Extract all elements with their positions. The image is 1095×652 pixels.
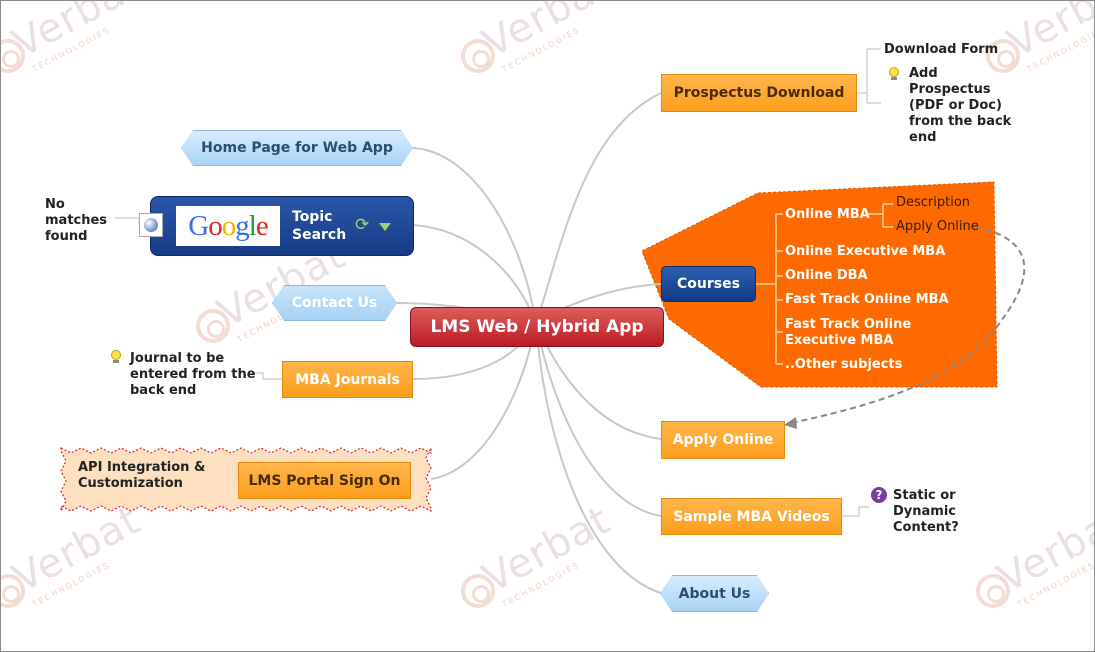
course-apply-online[interactable]: Apply Online — [896, 219, 979, 234]
prospectus-note: Add Prospectus (PDF or Doc) from the bac… — [909, 66, 1012, 145]
lightbulb-icon — [110, 350, 122, 364]
question-icon: ? — [871, 487, 887, 503]
course-other-subjects[interactable]: ..Other subjects — [785, 357, 903, 372]
watermark-logo-icon — [461, 39, 495, 73]
topic-search-label: Topic Search — [292, 209, 347, 243]
course-item-lines — [756, 203, 893, 365]
course-fast-track-mba[interactable]: Fast Track Online MBA — [785, 292, 949, 307]
branch-about — [535, 322, 662, 594]
videos-note: Static or Dynamic Content? — [893, 488, 959, 535]
search-bullet-icon — [144, 218, 158, 232]
branch-portal — [430, 322, 537, 480]
watermark-logo-icon — [976, 574, 1010, 608]
lightbulb-icon — [888, 67, 900, 81]
watermark-logo-icon — [196, 309, 230, 343]
sample-videos-node[interactable]: Sample MBA Videos — [661, 498, 842, 535]
portal-callout-text: API Integration & Customization — [78, 460, 206, 491]
courses-boundary — [641, 181, 998, 388]
mba-journals-label: MBA Journals — [295, 371, 400, 388]
watermark-logo-icon — [1, 39, 25, 73]
watermark-logo-icon — [461, 574, 495, 608]
contact-us-node[interactable]: Contact Us — [272, 285, 397, 321]
branch-videos — [535, 322, 662, 517]
relationship-arrow — [790, 226, 1026, 424]
sync-icon[interactable]: ⟳ — [355, 215, 370, 235]
prospectus-download-node[interactable]: Prospectus Download — [661, 74, 857, 112]
watermark-logo-icon — [1, 574, 25, 608]
course-description[interactable]: Description — [896, 195, 971, 210]
central-topic[interactable]: LMS Web / Hybrid App — [410, 307, 664, 347]
course-executive-mba[interactable]: Online Executive MBA — [785, 244, 946, 259]
arrowhead-icon — [784, 417, 797, 429]
course-fast-track-exec[interactable]: Fast Track Online Executive MBA — [785, 317, 912, 348]
download-form-text: Download Form — [884, 42, 999, 57]
course-online-mba[interactable]: Online MBA — [785, 207, 870, 222]
watermark-logo-icon — [986, 39, 1020, 73]
branch-search — [412, 224, 537, 324]
journal-note: Journal to be entered from the back end — [130, 351, 256, 398]
course-online-dba[interactable]: Online DBA — [785, 268, 868, 283]
chevron-down-icon[interactable] — [379, 223, 391, 231]
mba-journals-node[interactable]: MBA Journals — [282, 361, 413, 398]
no-matches-text: No matches found — [45, 197, 108, 244]
branch-prospectus — [535, 92, 662, 324]
apply-online-node[interactable]: Apply Online — [661, 421, 785, 459]
about-us-node[interactable]: About Us — [660, 575, 769, 612]
branch-home — [412, 147, 537, 324]
courses-node[interactable]: Courses — [661, 266, 756, 302]
lms-portal-node[interactable]: LMS Portal Sign On — [238, 462, 411, 499]
home-page-node[interactable]: Home Page for Web App — [181, 130, 413, 166]
